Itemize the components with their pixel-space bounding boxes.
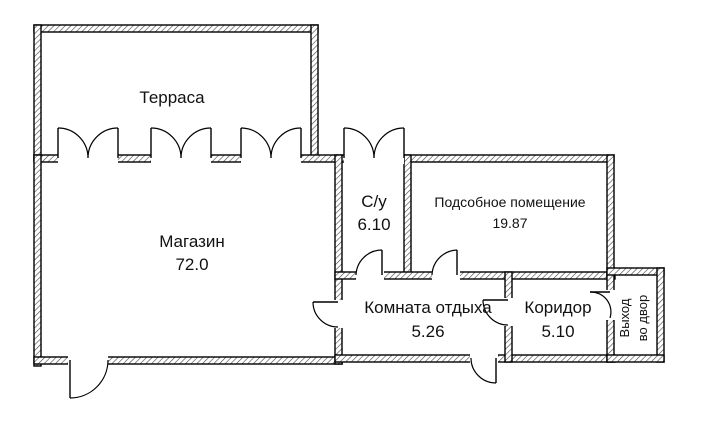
- exit-label-line2: во двор: [635, 295, 650, 341]
- exit-door: [589, 290, 616, 320]
- wc-label: С/у: [361, 192, 387, 211]
- terrace-label: Терраса: [139, 88, 205, 107]
- rest-room-door: [312, 300, 344, 328]
- utility-door: [431, 249, 460, 281]
- corridor-door: [482, 298, 514, 326]
- corridor-label: Коридор: [524, 298, 591, 317]
- terrace-shop-wall: [33, 154, 615, 163]
- shop-label: Магазин: [159, 232, 225, 251]
- rest-room-area: 5.26: [411, 322, 444, 341]
- rest-corridor-walls: [334, 271, 616, 363]
- exit-walls: [606, 267, 665, 363]
- shop-walls: [33, 154, 343, 367]
- wc-door: [355, 249, 384, 281]
- rest-room-label: Комната отдыха: [364, 298, 492, 317]
- shop-entrance-door: [68, 355, 109, 399]
- terrace-door-1: [57, 127, 119, 164]
- wc-area: 6.10: [357, 215, 390, 234]
- rest-room-bottom-door: [470, 353, 498, 384]
- shop-area: 72.0: [175, 255, 208, 274]
- terrace-door-2: [150, 127, 212, 164]
- terrace-door-3: [240, 127, 302, 164]
- exit-label-line1: Выход: [617, 298, 632, 337]
- terrace-door-4: [343, 127, 405, 164]
- utility-walls: [606, 154, 615, 280]
- utility-label: Подсобное помещение: [434, 194, 585, 210]
- corridor-area: 5.10: [541, 322, 574, 341]
- utility-area: 19.87: [492, 215, 527, 231]
